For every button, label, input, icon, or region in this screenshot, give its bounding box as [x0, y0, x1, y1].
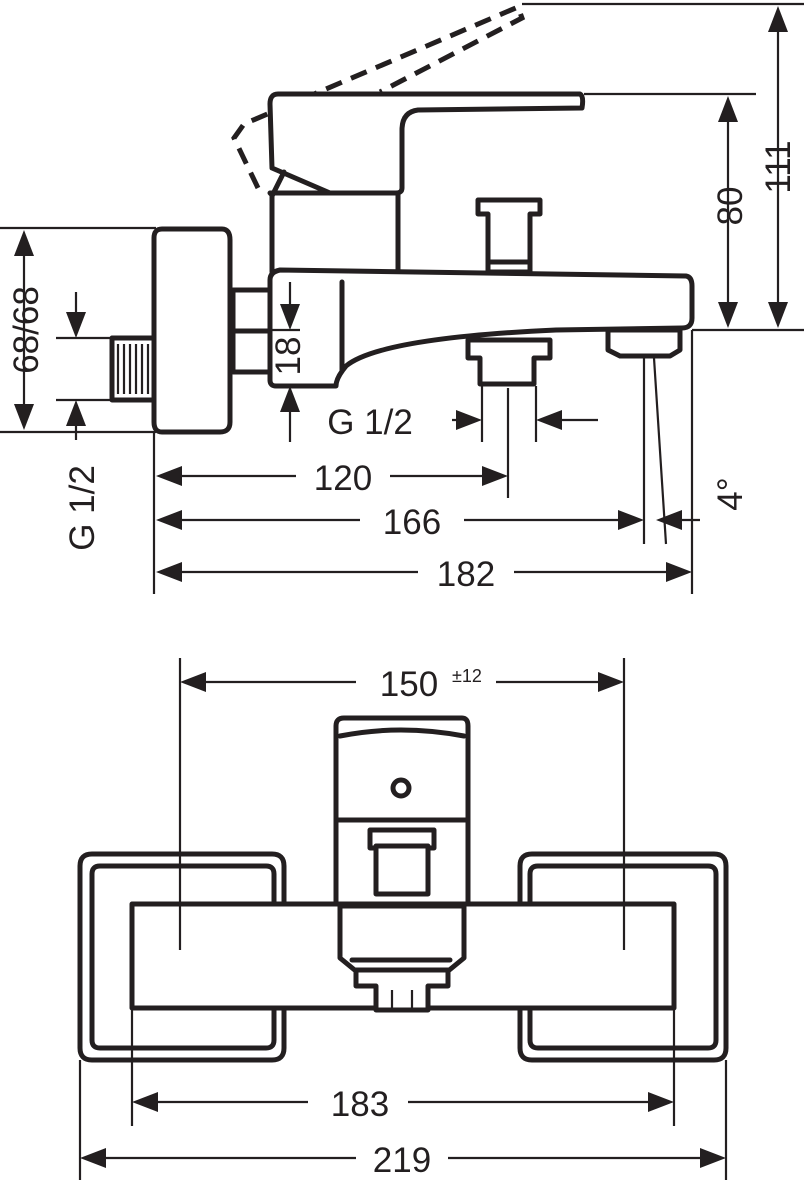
- dim-219-label: 219: [373, 1141, 431, 1180]
- wall-flange: [151, 226, 233, 435]
- extension-lines-top: [78, 658, 728, 1180]
- lever-neck: [267, 190, 401, 275]
- dim-111-label: 111: [759, 140, 798, 193]
- angle-label: 4°: [711, 477, 750, 510]
- thread-bottom-label: G 1/2: [327, 403, 413, 442]
- spout-top: [337, 903, 467, 979]
- dim-68-line: [14, 230, 34, 430]
- mixer-body-spout: [267, 267, 695, 389]
- spout-aerator: [605, 327, 683, 359]
- dim-183-line: [132, 1092, 674, 1112]
- dim-18-line: [280, 282, 300, 442]
- diverter-stem-top: [373, 843, 431, 897]
- left-escutcheon-inner: [89, 863, 277, 1051]
- dim-166-label: 166: [383, 503, 441, 542]
- right-escutcheon-inner: [527, 863, 719, 1051]
- lever-handle: [267, 91, 586, 196]
- dim-68-68-label: 68/68: [7, 286, 46, 374]
- outlet-nut-top: [353, 967, 451, 1013]
- thread-left-label: G 1/2: [63, 465, 102, 551]
- dim-182-label: 182: [437, 555, 495, 594]
- dim-219-line: [80, 1148, 726, 1168]
- dim-120-label: 120: [314, 459, 372, 498]
- dim-thread-bottom-line: [452, 410, 598, 430]
- dim-120-line: [156, 466, 508, 486]
- dim-150-line: [180, 672, 624, 692]
- outlet-nut-lines: [390, 990, 414, 1010]
- dim-182-line: [156, 562, 692, 582]
- dim-150-label: 150: [380, 665, 438, 704]
- dim-80-line: [718, 96, 738, 328]
- lever-raised-dashed-outline: [231, 3, 526, 190]
- extension-lines-side: [0, 2, 804, 594]
- dim-111-line: [768, 6, 788, 328]
- dim-183-label: 183: [331, 1085, 389, 1124]
- dim-thread-left-line: [66, 292, 86, 440]
- diverter-stem: [485, 259, 533, 275]
- bottom-outlet: [465, 337, 553, 387]
- side-view: 111 80 68/68 G 1/2 18 G 1/2 120 166 182 …: [0, 2, 804, 594]
- lever-screw-hole: [390, 777, 412, 799]
- top-view: 150 ±12 183 219: [77, 658, 729, 1180]
- dim-18-label: 18: [269, 337, 308, 376]
- dim-166-line: [156, 510, 644, 530]
- dim-80-label: 80: [711, 187, 750, 226]
- dim-angle-line: [656, 510, 700, 530]
- lever-top-highlight: [337, 727, 467, 739]
- dim-150-tolerance-label: ±12: [452, 666, 482, 686]
- thread-lines: [116, 344, 150, 394]
- lever-neck-line: [269, 169, 287, 199]
- diverter-knob: [475, 197, 543, 269]
